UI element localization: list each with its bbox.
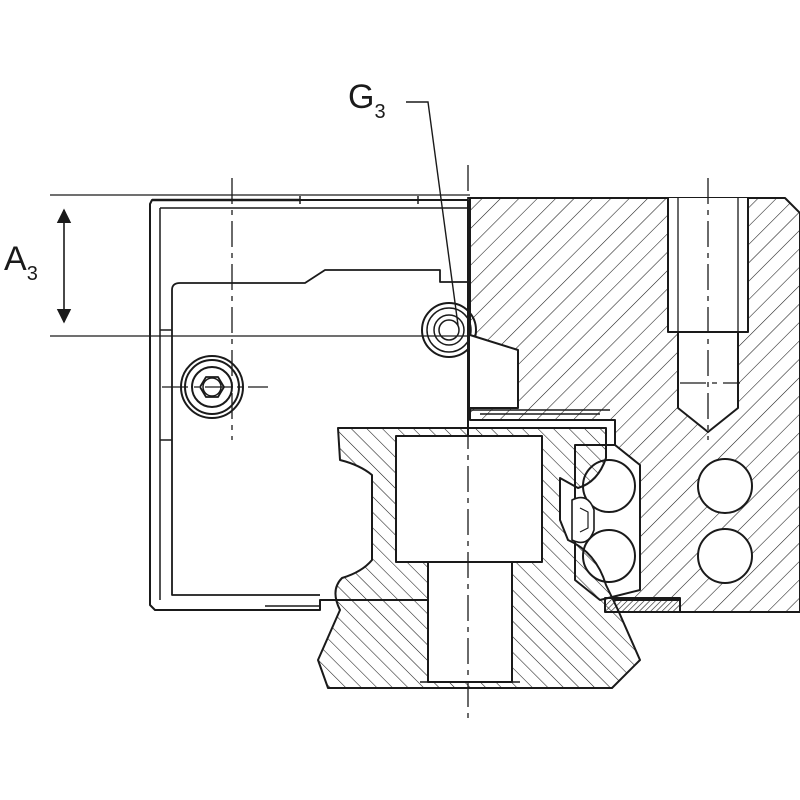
leader-line-g3 (406, 101, 459, 326)
center-lines (162, 165, 740, 720)
guide-rail-section (317, 427, 641, 689)
dimension-a3 (50, 194, 470, 337)
carriage-left-view (149, 196, 469, 611)
label-g3: G3 (348, 78, 386, 123)
dimension-label-a3: A3 (4, 240, 38, 285)
carriage-section-right (467, 197, 800, 613)
